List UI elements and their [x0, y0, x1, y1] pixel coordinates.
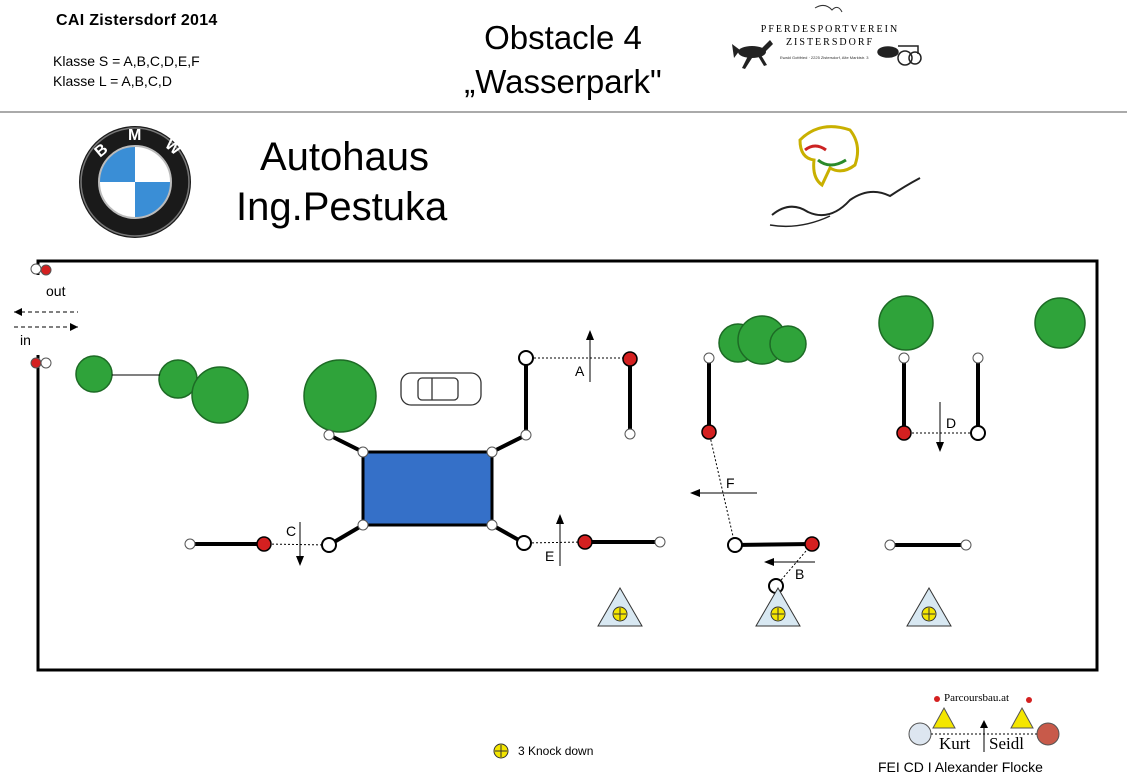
out-label: out	[46, 283, 66, 299]
water-pool	[361, 450, 494, 527]
gate-e-label: E	[545, 548, 555, 564]
club-address: Ewald Gottfried · 2225 Zistersdorf, Alte…	[780, 55, 869, 60]
entrance-post-white	[40, 357, 52, 369]
entrance-post-white	[30, 263, 42, 275]
equidream-logo	[769, 125, 921, 228]
svg-text:M: M	[128, 127, 141, 144]
gate-c	[184, 522, 337, 566]
gate-d	[896, 352, 986, 452]
gate-e	[516, 514, 666, 566]
club-logo	[732, 4, 922, 69]
arena-border	[36, 259, 1099, 672]
in-label: in	[20, 332, 31, 348]
tree-icon	[769, 325, 807, 363]
trees	[75, 295, 1086, 433]
builder-first-name: Kurt	[939, 734, 971, 753]
gate-c-label: C	[286, 523, 297, 539]
tree-icon	[1034, 297, 1086, 349]
bmw-logo: B M W	[79, 126, 191, 238]
club-name-line2: ZISTERSDORF	[785, 37, 875, 48]
right-barrier	[884, 539, 972, 551]
knockdown-legend: 3 Knock down	[518, 744, 594, 758]
carriage-icon	[877, 45, 922, 66]
jumping-horse-icon	[732, 40, 773, 69]
out-arrow-icon	[14, 308, 22, 316]
obstacle-name: „Wasserpark"	[464, 63, 662, 100]
entrance-post-red	[30, 357, 42, 369]
knockdown-icon	[597, 587, 643, 627]
club-name: PFERDESPORTVEREIN ZISTERSDORF	[735, 23, 925, 49]
tree-icon	[75, 355, 113, 393]
knockdown-icon	[906, 587, 952, 627]
gate-a-label: A	[575, 363, 585, 379]
tree-icon	[191, 366, 249, 424]
knockdown-icon	[755, 587, 801, 627]
legend-knockdown-icon	[493, 743, 509, 759]
class-l-line: Klasse L = A,B,C,D	[53, 73, 172, 89]
knockdown-markers	[597, 587, 952, 627]
obstacle-number: Obstacle 4	[484, 19, 642, 56]
gate-b-label: B	[795, 566, 805, 582]
signature-icon	[814, 4, 843, 13]
autohaus-line1: Autohaus	[260, 135, 430, 179]
car-icon	[400, 372, 482, 406]
gate-f-label: F	[726, 475, 735, 491]
event-title: CAI Zistersdorf 2014	[56, 12, 218, 29]
class-s-line: Klasse S = A,B,C,D,E,F	[53, 53, 200, 69]
gate-a	[518, 330, 638, 440]
parcoursbau-site: Parcoursbau.at	[944, 692, 1010, 704]
gate-b	[727, 536, 820, 594]
builder-last-name: Seidl	[989, 734, 1024, 753]
autohaus-line2: Ing.Pestuka	[236, 185, 448, 229]
parcoursbau-logo	[908, 696, 1060, 752]
tree-icon	[303, 359, 377, 433]
pool-corner-posts	[323, 429, 532, 531]
tree-icon	[878, 295, 934, 351]
entrance-post-red	[40, 264, 52, 276]
gate-d-label: D	[946, 415, 957, 431]
in-arrow-icon	[70, 323, 78, 331]
gate-f	[690, 352, 757, 546]
obstacle-title: Obstacle 4 „Wasserpark"	[438, 16, 688, 104]
designer-credit: FEI CD I Alexander Flocke	[878, 759, 1043, 775]
tree-icon	[158, 359, 198, 399]
club-name-line1: PFERDESPORTVEREIN	[760, 24, 900, 35]
arena-entrance	[34, 275, 42, 355]
